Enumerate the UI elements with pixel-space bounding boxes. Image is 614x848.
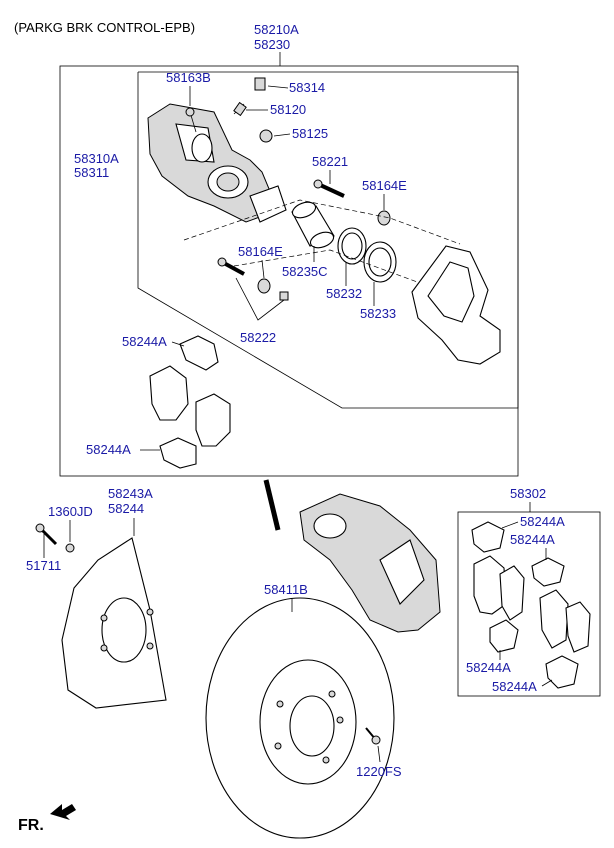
label-58222[interactable]: 58222: [240, 330, 276, 345]
label-58244A-kit-3[interactable]: 58244A: [466, 660, 511, 675]
label-58230[interactable]: 58230: [254, 37, 290, 52]
bolt-1360JD-icon: [35, 523, 75, 553]
brake-pad-right-icon: [195, 393, 231, 447]
label-58244A-lower[interactable]: 58244A: [86, 442, 131, 457]
label-58243A[interactable]: 58243A: [108, 486, 153, 501]
label-58120[interactable]: 58120: [270, 102, 306, 117]
label-58164E-lower[interactable]: 58164E: [238, 244, 283, 259]
label-58314[interactable]: 58314: [289, 80, 325, 95]
seal-58232-icon: [337, 227, 367, 265]
label-58411B[interactable]: 58411B: [264, 582, 308, 597]
pad-kit-frame: [457, 511, 601, 697]
boot-58164E-icon: [377, 210, 391, 226]
bleeder-screw-58120-icon: [233, 101, 247, 117]
label-58163B[interactable]: 58163B: [166, 70, 211, 85]
label-58164E-upper[interactable]: 58164E: [362, 178, 407, 193]
label-1220FS[interactable]: 1220FS: [356, 764, 402, 779]
kit-clip-2-icon: [531, 557, 565, 587]
guide-pin-58221-icon: [313, 179, 345, 198]
caliper-subassembly-outline: [137, 71, 519, 409]
label-58310A[interactable]: 58310A: [74, 151, 119, 166]
caliper-body: [147, 103, 287, 223]
label-51711[interactable]: 51711: [26, 558, 61, 573]
brake-disc: [205, 597, 395, 839]
bolt-58163B-icon: [185, 107, 197, 133]
label-58221[interactable]: 58221: [312, 154, 348, 169]
kit-clip-4-icon: [545, 655, 579, 689]
dust-shield: [61, 537, 167, 709]
label-58125[interactable]: 58125: [292, 126, 328, 141]
label-58244A-upper[interactable]: 58244A: [122, 334, 167, 349]
kit-pad-2-icon: [539, 589, 591, 653]
caliper-assembly-lower: [299, 493, 441, 633]
label-58244A-kit-2[interactable]: 58244A: [510, 532, 555, 547]
bleeder-58314-icon: [254, 77, 266, 91]
piston-58235C-icon: [291, 201, 335, 249]
label-58244[interactable]: 58244: [108, 501, 144, 516]
label-58244A-kit-4[interactable]: 58244A: [492, 679, 537, 694]
label-58210A[interactable]: 58210A: [254, 22, 299, 37]
label-58232[interactable]: 58232: [326, 286, 362, 301]
kit-clip-1-icon: [471, 521, 505, 553]
label-58302[interactable]: 58302: [510, 486, 546, 501]
label-58235C[interactable]: 58235C: [282, 264, 328, 279]
brake-pad-left-icon: [149, 365, 189, 421]
kit-pad-1-icon: [473, 555, 525, 621]
pad-clip-upper-icon: [179, 335, 219, 371]
cap-58125-icon: [259, 129, 273, 143]
label-58244A-kit-1[interactable]: 58244A: [520, 514, 565, 529]
pad-clip-lower-icon: [159, 437, 197, 469]
caliper-bracket: [411, 245, 501, 365]
label-58233[interactable]: 58233: [360, 306, 396, 321]
diagram-title: (PARKG BRK CONTROL-EPB): [14, 20, 195, 35]
label-58311[interactable]: 58311: [74, 165, 109, 180]
front-arrow-icon: [50, 804, 76, 820]
kit-clip-3-icon: [489, 619, 519, 653]
label-1360JD[interactable]: 1360JD: [48, 504, 93, 519]
guide-pin-58222-icon: [217, 257, 289, 301]
boot-58233-icon: [363, 241, 397, 283]
front-direction-label: FR.: [18, 817, 44, 834]
screw-1220FS-icon: [365, 727, 381, 745]
